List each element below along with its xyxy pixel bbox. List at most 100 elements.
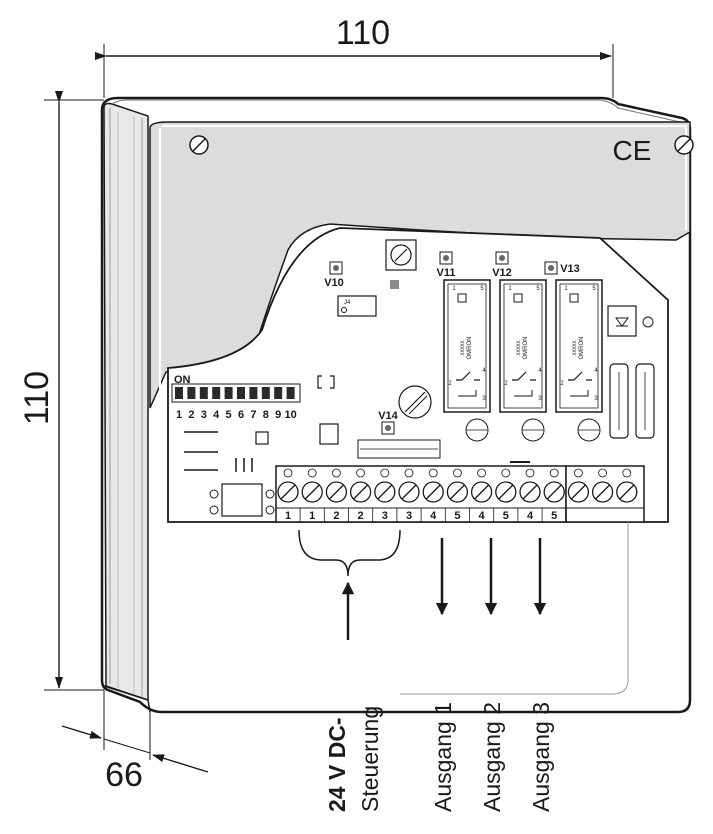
terminal-label: 4 (430, 510, 437, 522)
terminal-screw-icon (470, 468, 493, 503)
output-label-3: Ausgang 3 (528, 702, 554, 812)
capacitors (235, 458, 253, 472)
lid-screw-left-icon (189, 135, 209, 155)
terminal-label: 5 (551, 510, 557, 522)
terminal-screw-icon (495, 468, 517, 503)
supply-label-2: Steuerung (357, 706, 383, 812)
dip-lever (249, 387, 258, 399)
terminal-label: 1 (285, 510, 291, 522)
relay-brand: OMRON (579, 337, 585, 360)
circuit-board: V10 V11 V12 V13 V14 J4 (167, 227, 669, 523)
relay-pin-label: 5 (592, 286, 596, 292)
dip-number: 6 (238, 409, 244, 421)
dip-number: 3 (201, 409, 207, 421)
dip-lever (237, 387, 245, 399)
terminal-label: 2 (333, 510, 339, 522)
terminal-label: 4 (527, 510, 534, 522)
relay-pin-label: 5 (480, 286, 484, 292)
jumper-block: J4 (337, 295, 377, 317)
relay-pin-label: 3 (594, 396, 598, 402)
relay-pin-label: 4 (538, 368, 542, 374)
supply-label: 24 V DC- (324, 717, 350, 812)
terminal-screw-icon (277, 468, 299, 503)
dip-lever (175, 387, 183, 399)
relay-pin-label: 1 (564, 286, 568, 292)
dip-on-label: ON (174, 374, 191, 386)
depth-label: 66 (105, 756, 143, 794)
led-v13: V13 (544, 261, 580, 275)
fuse-clips (609, 363, 655, 439)
relay-pin-label: 4 (594, 368, 598, 374)
terminal-screw-icon (591, 468, 614, 503)
svg-text:V13: V13 (560, 263, 580, 275)
terminal-label: 4 (479, 510, 486, 522)
terminal-screw-icon (422, 468, 444, 503)
output-label-1: Ausgang 1 (430, 702, 456, 812)
dip-number: 2 (188, 409, 194, 421)
dip-number: 5 (226, 409, 232, 421)
relay-pin-label: 3 (538, 396, 542, 402)
lid-screw-right-icon (674, 135, 694, 155)
dip-number: 9 (275, 409, 281, 421)
svg-text:V12: V12 (492, 267, 512, 279)
terminal-screw-icon (398, 468, 420, 503)
terminal-screw-icon (543, 468, 565, 503)
dip-lever (261, 387, 270, 399)
dip-lever (187, 387, 196, 399)
svg-text:J4: J4 (344, 300, 351, 306)
relay-pin-label: 1 (508, 286, 512, 292)
dip-lever (286, 387, 295, 399)
fuse-holder (398, 385, 432, 419)
dip-number: 1 (176, 409, 182, 421)
terminal-label: 3 (382, 510, 388, 522)
height-label: 110 (18, 371, 56, 425)
terminal-label: 2 (358, 510, 364, 522)
relay-pin-label: 2 (448, 381, 452, 387)
terminal-screw-icon (349, 468, 372, 503)
trimmer-potentiometer-icon (385, 239, 417, 271)
dip-lever (224, 387, 233, 399)
output-label-2: Ausgang 2 (479, 702, 505, 812)
terminal-screw-icon (567, 468, 590, 503)
relay-code: xxxxx (516, 341, 522, 356)
svg-text:V11: V11 (437, 267, 456, 279)
dip-lever (274, 387, 283, 399)
terminal-label: 3 (406, 510, 412, 522)
height-dimension: 110 (18, 91, 104, 691)
width-label: 110 (336, 14, 390, 52)
depth-dimension: 66 (61, 690, 209, 794)
svg-text:V10: V10 (324, 277, 344, 289)
optocoupler (607, 305, 654, 337)
relay-brand: OMRON (523, 337, 529, 360)
dip-levers (175, 387, 295, 399)
terminal-label: 1 (309, 510, 315, 522)
relay-pin-label: 2 (560, 381, 564, 387)
led-v10: V10 (324, 261, 344, 289)
dip-lever (212, 387, 221, 399)
ce-mark: CE (613, 135, 652, 166)
terminal-screws (277, 468, 638, 503)
bridge-rectifier (209, 483, 275, 517)
led-v11: V11 (437, 251, 456, 279)
dip-number: 8 (263, 409, 269, 421)
relay-pin-label: 5 (536, 286, 540, 292)
relay-pin-label: 2 (504, 381, 508, 387)
relay-brand: OMRON (467, 337, 473, 360)
terminal-screw-icon (325, 468, 348, 503)
dip-lever (199, 387, 208, 399)
relay-code: xxxxx (572, 341, 578, 356)
terminal-screw-icon (616, 468, 638, 503)
led-v12: V12 (492, 251, 512, 279)
terminal-screw-icon (519, 468, 541, 503)
dip-number: 10 (284, 409, 296, 421)
led-v14: V14 (378, 410, 399, 435)
supply-brace (298, 529, 401, 640)
